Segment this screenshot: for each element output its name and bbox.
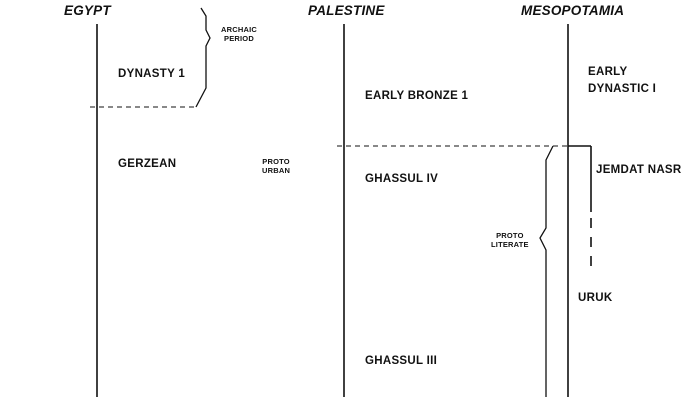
label-dynasty-1: DYNASTY 1 [118, 68, 186, 80]
region-egypt: EGYPT [64, 3, 111, 18]
label-early-dynastic-1: EARLY DYNASTIC I [588, 66, 657, 96]
label-proto-urban: PROTO URBAN [262, 157, 291, 175]
label-uruk: URUK [578, 292, 613, 304]
label-early-bronze-1: EARLY BRONZE 1 [365, 90, 469, 102]
label-proto-literate: PROTO LITERATE [491, 231, 529, 249]
label-gerzean: GERZEAN [118, 158, 177, 170]
label-archaic-period: ARCHAIC PERIOD [221, 25, 257, 43]
archaic-period-bracket [195, 7, 211, 108]
label-ghassul-iii: GHASSUL III [365, 355, 438, 367]
region-mesopotamia: MESOPOTAMIA [521, 3, 625, 18]
label-ghassul-iv: GHASSUL IV [365, 173, 439, 185]
label-jemdat-nasr: JEMDAT NASR [596, 164, 682, 176]
proto-literate-bracket [539, 145, 554, 397]
region-palestine: PALESTINE [308, 3, 385, 18]
